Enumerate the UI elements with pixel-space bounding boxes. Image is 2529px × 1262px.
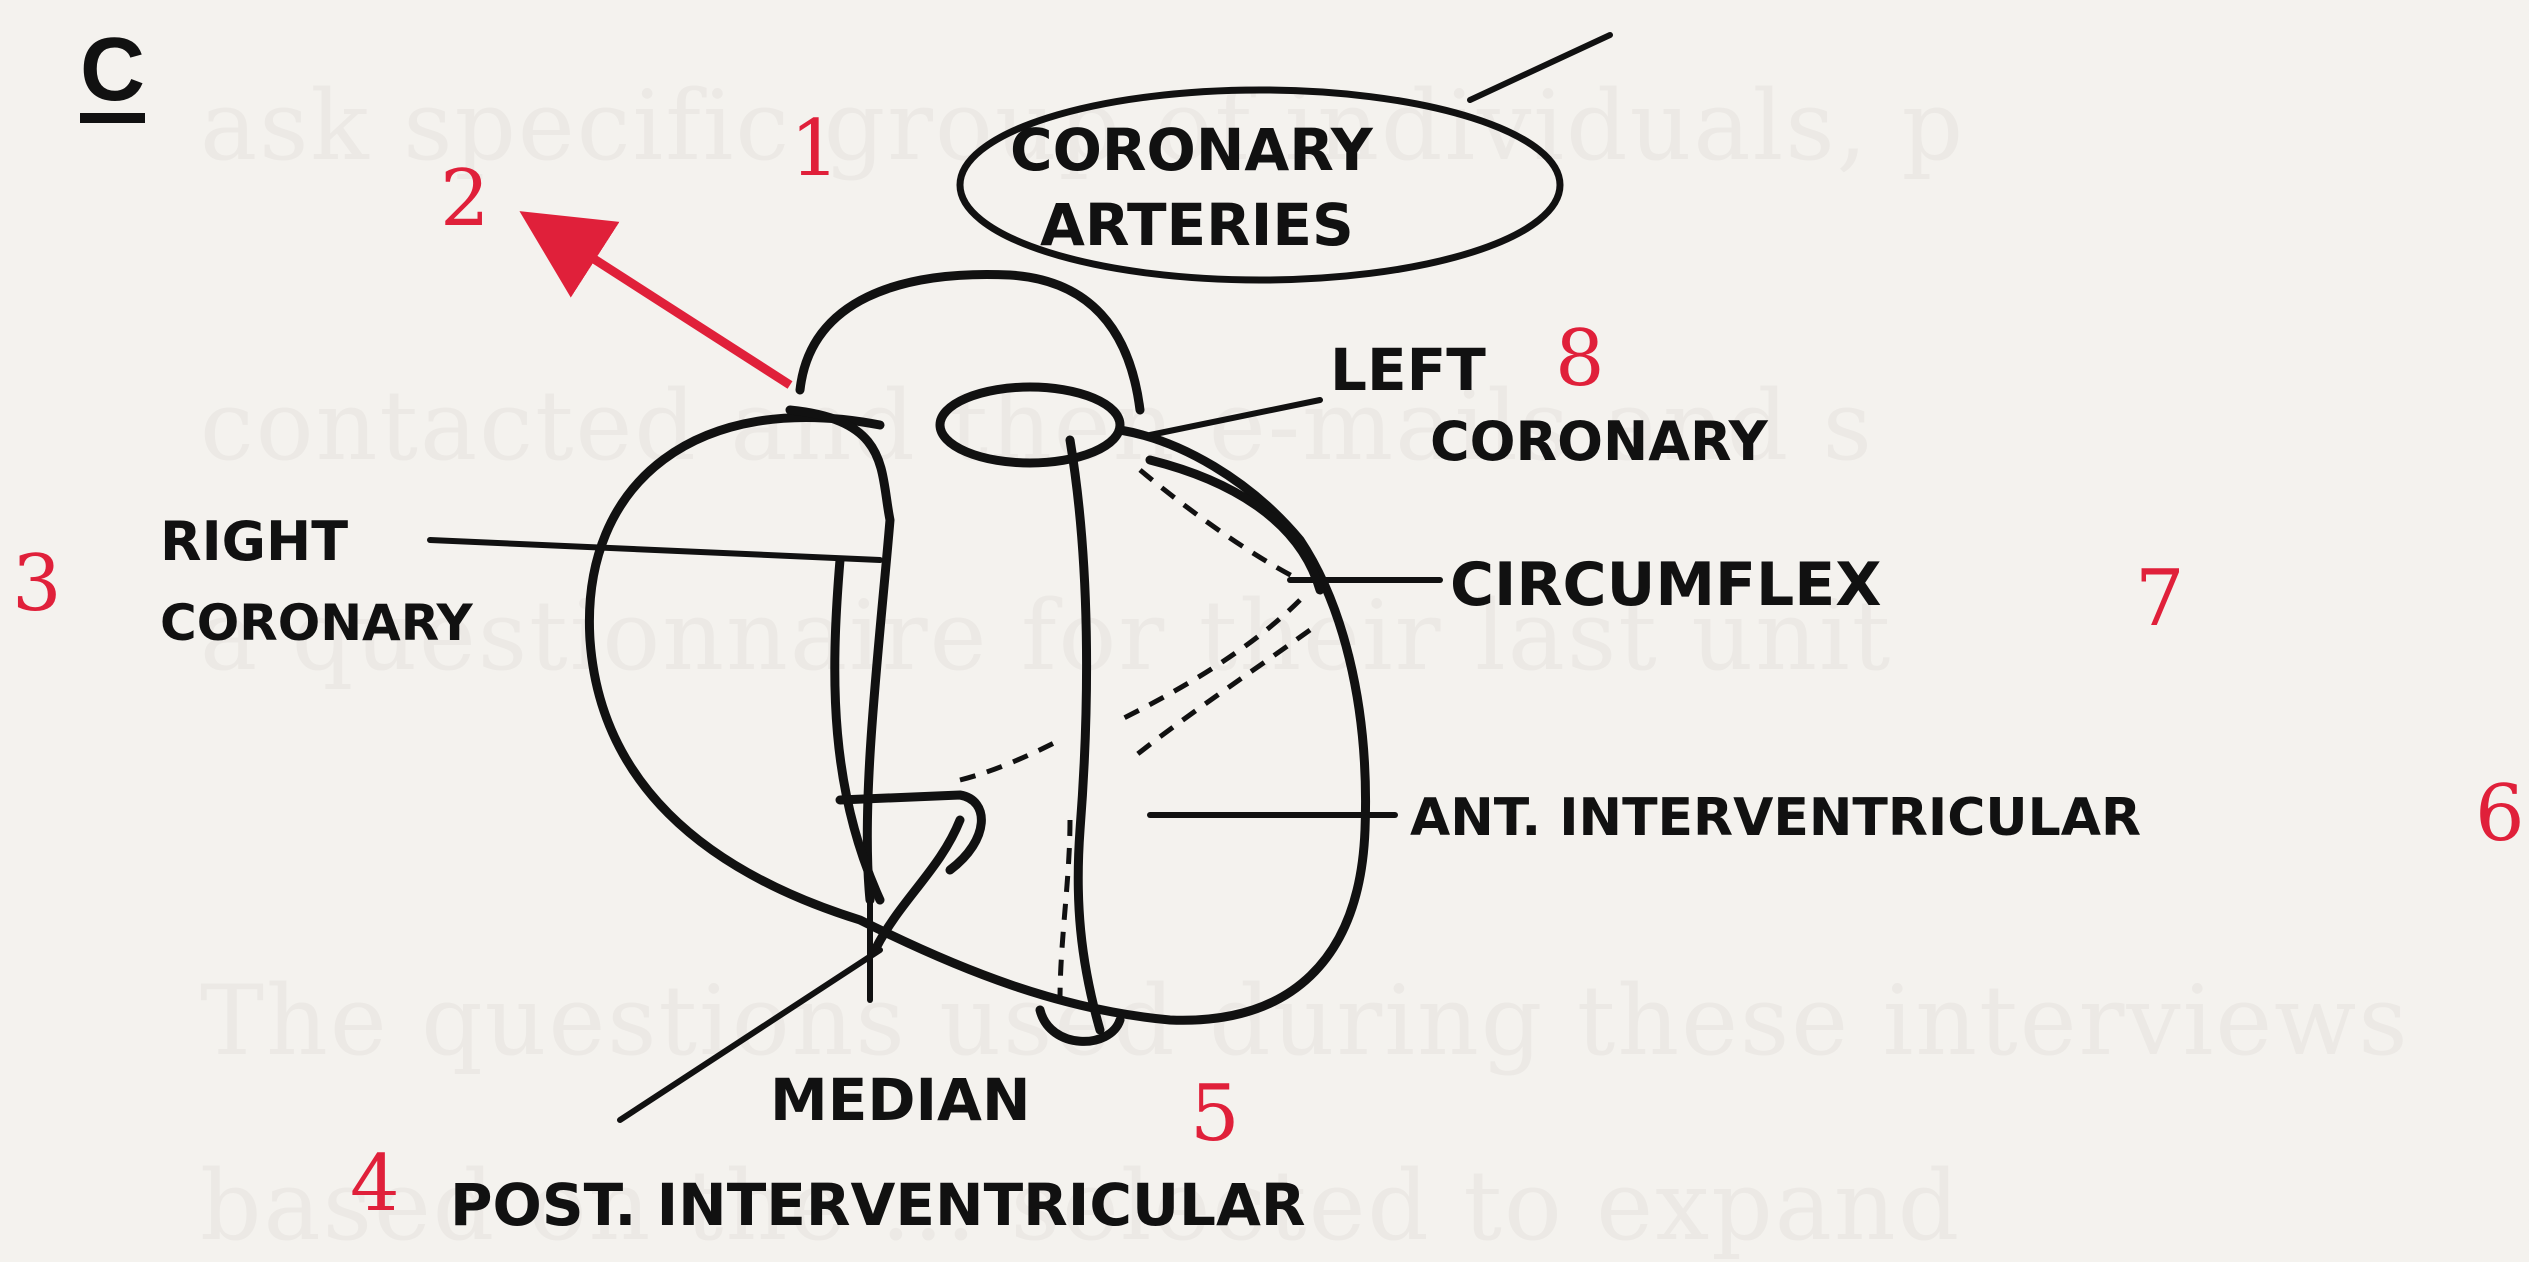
- reference-numbers: 1 2 3 4 5 6 7 8: [12, 104, 2525, 1229]
- number-4: 4: [350, 1139, 400, 1229]
- left-coronary-leader: [1150, 400, 1320, 435]
- post-interventricular-branch: [875, 820, 960, 950]
- leader-lines: [430, 35, 1610, 1120]
- right-coronary-label-line1: RIGHT: [160, 510, 348, 573]
- ant-interventricular-label: ANT. INTERVENTRICULAR: [1410, 788, 2141, 848]
- right-coronary-leader: [430, 540, 880, 560]
- aorta-root: [940, 387, 1120, 463]
- number-1: 1: [790, 104, 840, 194]
- coronary-arteries-leader: [1470, 35, 1610, 100]
- heart-outline: [589, 274, 1365, 1041]
- median-label: MEDIAN: [770, 1066, 1031, 1134]
- hidden-vessels: [960, 470, 1310, 1000]
- heart-body: [589, 417, 1365, 1020]
- right-coronary-label-line2: CORONARY: [160, 594, 474, 652]
- median-hidden-path: [960, 740, 1060, 780]
- left-coronary-label-line1: LEFT: [1330, 336, 1486, 404]
- number-2: 2: [440, 154, 490, 244]
- number-5: 5: [1190, 1069, 1240, 1159]
- anterior-interventricular-artery: [1070, 440, 1100, 1030]
- right-atrium-border: [790, 410, 890, 900]
- red-arrow: [580, 250, 790, 385]
- panel-label: C: [80, 20, 145, 120]
- circumflex-back-path-2: [1130, 630, 1310, 760]
- number-6: 6: [2475, 769, 2525, 859]
- coronary-arteries-label-line2: ARTERIES: [1040, 191, 1354, 259]
- number-8: 8: [1555, 314, 1605, 404]
- left-coronary-label-line2: CORONARY: [1430, 410, 1769, 473]
- interventricular-hidden-path: [1060, 820, 1070, 1000]
- post-interventricular-label: POST. INTERVENTRICULAR: [450, 1171, 1306, 1239]
- number-3: 3: [12, 539, 62, 629]
- aortic-arch: [800, 274, 1140, 410]
- handwritten-labels: CORONARY ARTERIES LEFT CORONARY RIGHT CO…: [160, 116, 2141, 1239]
- number-7: 7: [2135, 554, 2185, 644]
- circumflex-label: CIRCUMFLEX: [1450, 550, 1881, 620]
- coronary-arteries-label-line1: CORONARY: [1010, 116, 1374, 184]
